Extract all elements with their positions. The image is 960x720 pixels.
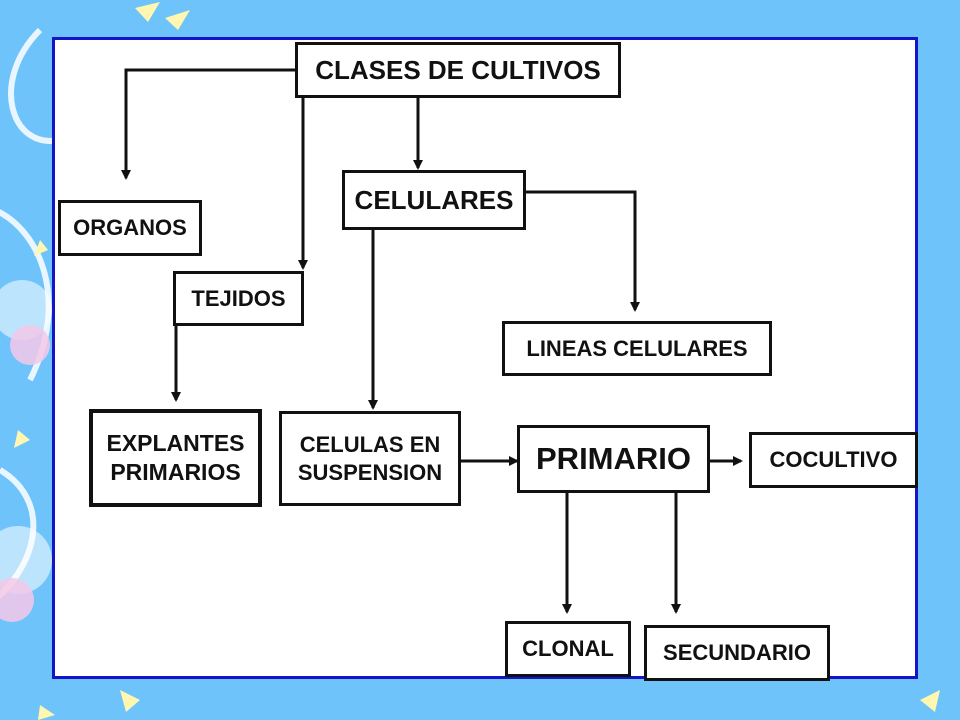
node-explantes-primarios: EXPLANTES PRIMARIOS [89,409,262,507]
node-label: LINEAS CELULARES [526,335,748,361]
node-cocultivo: COCULTIVO [749,432,918,488]
node-label-line-1: CELULAS EN [299,432,441,457]
node-primario: PRIMARIO [517,425,710,493]
node-label: ORGANOS [73,215,187,241]
node-celulas-en-suspension: CELULAS EN SUSPENSION [279,411,461,506]
node-tejidos: TEJIDOS [173,271,304,326]
node-label: TEJIDOS [191,285,286,311]
node-clases-de-cultivos: CLASES DE CULTIVOS [295,42,621,98]
node-label: CELULARES [354,184,514,215]
connector-clases-organos [121,68,296,180]
connector-celulares-lineas [524,190,640,312]
node-celulares: CELULARES [342,170,526,230]
node-label: CLASES DE CULTIVOS [315,54,601,85]
node-organos: ORGANOS [58,200,202,256]
node-label-line-1: EXPLANTES [106,430,245,457]
node-clonal: CLONAL [505,621,631,677]
node-label-line-2: SUSPENSION [297,459,443,485]
node-label: COCULTIVO [769,447,898,473]
node-label: SECUNDARIO [663,640,811,666]
node-lineas-celulares: LINEAS CELULARES [502,321,772,376]
node-label-line-2: PRIMARIOS [110,459,241,485]
node-label: CLONAL [522,636,614,662]
diagram-panel [52,37,918,679]
node-label: PRIMARIO [536,440,691,476]
node-secundario: SECUNDARIO [644,625,830,681]
